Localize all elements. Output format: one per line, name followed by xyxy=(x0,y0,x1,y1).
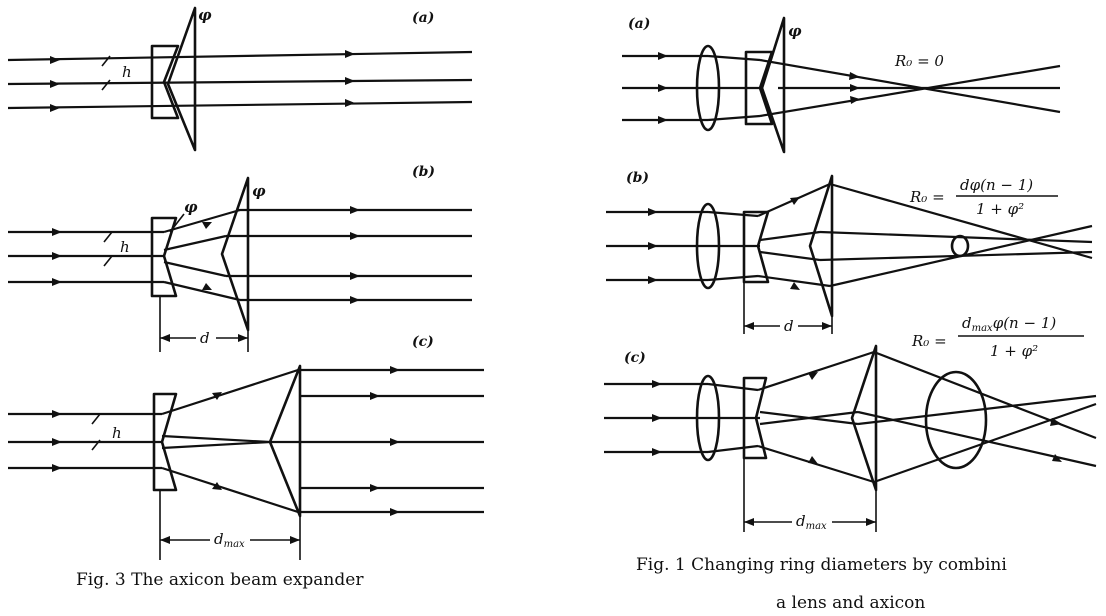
convex-axicon xyxy=(808,174,834,318)
angle-phi-label: φ xyxy=(184,198,198,216)
distance-d-label: d xyxy=(784,317,794,335)
concave-axicon xyxy=(150,44,180,120)
angle-phi-label: φ xyxy=(198,6,212,24)
ray-arrow xyxy=(790,197,800,290)
height-tick xyxy=(101,55,111,91)
ray-arrow xyxy=(350,206,360,304)
formula-b-lhs: R₀ = xyxy=(909,188,945,206)
angle-phi-label: φ xyxy=(788,22,802,40)
ray-arrow xyxy=(370,366,400,516)
distance-d-label: d xyxy=(200,329,210,347)
concave-axicon xyxy=(742,210,770,284)
distance-dmax-label: dmax xyxy=(214,530,245,550)
distance-dmax-label: dmax xyxy=(796,512,827,532)
fig3-caption: Fig. 3 The axicon beam expander xyxy=(76,570,364,590)
convex-axicon xyxy=(850,344,878,492)
converging-ray xyxy=(819,182,1093,288)
ring-focus xyxy=(924,370,988,470)
fig1-panel-c-label: (c) xyxy=(624,350,646,366)
ray-arrow xyxy=(202,222,212,290)
ray xyxy=(7,50,473,62)
formula-c-numerator: dmaxφ(n − 1) xyxy=(962,314,1056,334)
phi-leader xyxy=(169,213,185,233)
ray-arrow xyxy=(212,392,222,490)
ray xyxy=(7,100,473,110)
lens xyxy=(695,44,721,132)
label-bg xyxy=(792,510,832,530)
fig1-panel-a-label: (a) xyxy=(628,16,650,32)
concave-axicon xyxy=(152,392,178,492)
fig3-panel-a-label: (a) xyxy=(412,10,434,26)
ray-arrow xyxy=(52,228,62,286)
height-tick xyxy=(103,231,113,267)
height-label: h xyxy=(122,63,132,81)
ray xyxy=(707,210,760,282)
fig3-panel-c: (c) h dmax xyxy=(8,334,484,560)
fig1-panel-c: (c) dmax R₀ = dmaxφ(n − 1) 1 + φ² xyxy=(604,314,1097,532)
formula-c-lhs: R₀ = xyxy=(911,332,947,350)
diverging-ray xyxy=(163,208,241,302)
label-bg xyxy=(196,328,216,346)
ray-arrow xyxy=(50,56,60,112)
fig1-caption-line1: Fig. 1 Changing ring diameters by combin… xyxy=(636,555,1007,575)
fig3-panel-b: (b) h φ φ d xyxy=(8,164,472,352)
convex-axicon xyxy=(166,6,197,152)
fig1-caption-line2: a lens and axicon xyxy=(776,593,925,613)
concave-axicon xyxy=(742,376,768,460)
fig1-panel-b: (b) d R₀ = dφ(n − 1) 1 + φ² xyxy=(606,170,1093,335)
dimension-arrow xyxy=(160,334,248,342)
label-bg xyxy=(210,528,250,548)
formula-c-denominator: 1 + φ² xyxy=(990,342,1038,360)
fig3-panel-a: (a) h φ xyxy=(7,6,473,152)
formula-a: R₀ = 0 xyxy=(894,52,944,70)
convex-axicon xyxy=(760,16,786,154)
label-bg xyxy=(780,316,798,334)
formula-b-numerator: dφ(n − 1) xyxy=(960,176,1033,194)
converging-ray xyxy=(857,350,1097,484)
ring-focus xyxy=(950,234,970,258)
lens xyxy=(695,374,721,462)
dimension-arrow xyxy=(744,322,832,330)
fig3-panel-b-label: (b) xyxy=(412,164,435,180)
converging-ray xyxy=(759,58,1061,118)
ray-arrow xyxy=(648,208,658,284)
ray-arrow xyxy=(849,72,860,104)
fig3-panel-c-label: (c) xyxy=(412,334,434,350)
ray-arrow xyxy=(345,50,355,107)
height-label: h xyxy=(120,238,130,256)
height-label: h xyxy=(112,424,122,442)
ray-arrow xyxy=(658,52,668,124)
convex-axicon xyxy=(220,176,250,332)
formula-b-denominator: 1 + φ² xyxy=(976,200,1024,218)
lens xyxy=(695,202,721,290)
convex-axicon xyxy=(268,364,302,518)
ray-arrow xyxy=(652,380,662,456)
concave-axicon xyxy=(744,50,774,126)
fig1-panel-a: (a) φ R₀ = 0 xyxy=(622,16,1061,154)
concave-axicon xyxy=(150,216,178,298)
ray xyxy=(707,382,760,454)
ray-arrow xyxy=(52,410,62,472)
diverging-ray xyxy=(161,368,299,514)
diverging-ray xyxy=(757,350,875,484)
ray xyxy=(7,78,473,86)
angle-phi-label: φ xyxy=(252,182,266,200)
fig1-panel-b-label: (b) xyxy=(626,170,649,186)
height-tick xyxy=(91,413,101,451)
ray-arrow xyxy=(1050,418,1062,462)
